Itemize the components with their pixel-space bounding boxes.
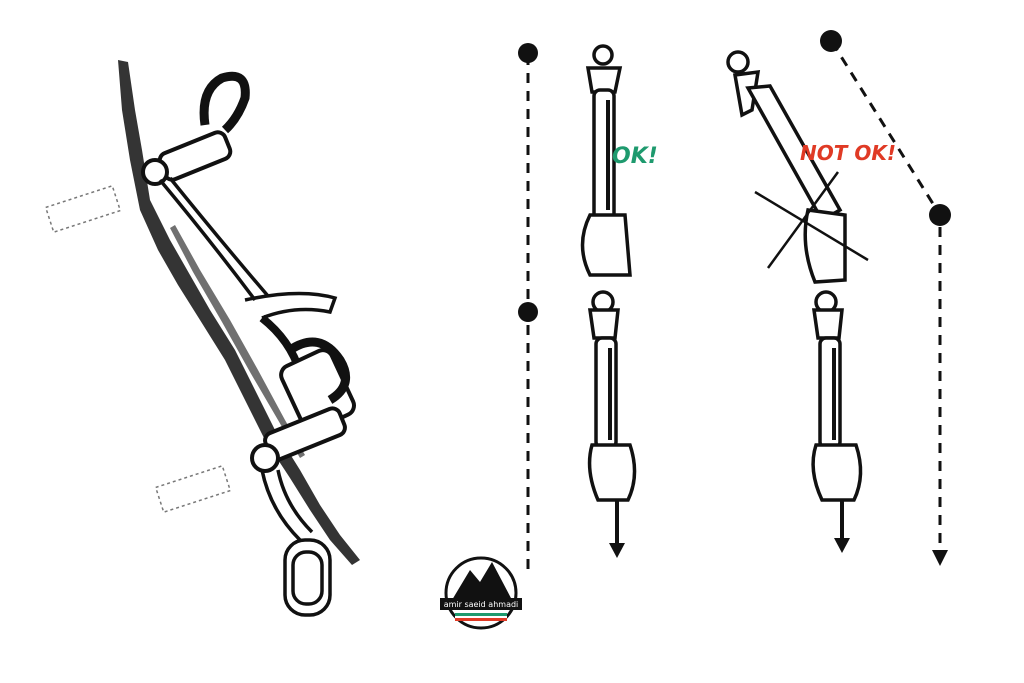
not-ok-upper-quickdraw [726,50,847,284]
ok-anchor-point-middle [518,302,538,322]
ice-screw-lower [250,406,347,473]
not-ok-load-arrow [834,500,850,553]
logo-name-text: amir saeid ahmadi [444,600,519,609]
ice-wall [118,60,360,565]
ghost-screw-lower [154,464,232,514]
ghost-screw-upper [44,184,122,234]
ice-screw-upper [141,71,250,186]
not-ok-lower-quickdraw [811,290,863,502]
not-ok-label: NOT OK! [800,141,896,165]
ok-anchor-point-top [518,43,538,63]
not-ok-rope-arrow [932,550,948,566]
ok-upper-quickdraw [580,44,632,277]
ok-load-arrow [609,500,625,558]
lower-sling-carabiner [260,469,332,617]
sling [158,176,338,320]
not-ok-anchor-point-top [820,30,842,52]
not-ok-cross-mark [754,171,869,269]
ok-label: OK! [612,144,658,169]
author-logo: amir saeid ahmadi [440,556,522,630]
not-ok-diagram: NOT OK! [726,30,951,566]
left-illustration [44,60,360,617]
ok-lower-quickdraw [587,290,637,502]
ok-diagram: OK! [518,43,658,575]
not-ok-anchor-point-bend [929,204,951,226]
